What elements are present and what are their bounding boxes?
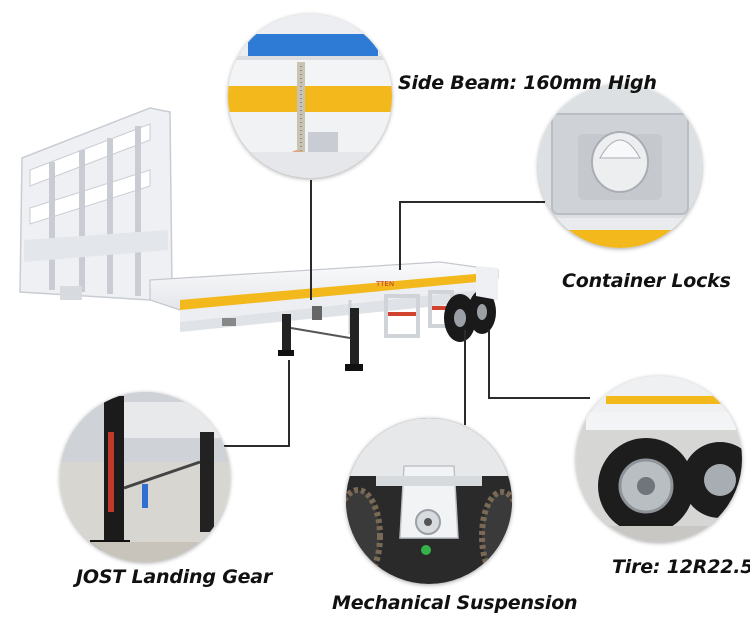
rear-wheels (444, 266, 498, 342)
svg-text:TTEN: TTEN (375, 280, 394, 288)
tire-label: Tire: 12R22.5 (612, 556, 750, 578)
container-locks-label: Container Locks (562, 270, 731, 292)
landing-gear-photo (60, 392, 230, 562)
side-beam-label: Side Beam: 160mm High (398, 72, 657, 94)
container-lock-photo (538, 84, 702, 248)
tire-photo (576, 376, 742, 542)
front-headboard (19, 107, 173, 301)
landing-gear-label: JOST Landing Gear (76, 566, 273, 588)
suspension-photo (346, 418, 512, 584)
landing-legs (278, 308, 363, 371)
suspension-label: Mechanical Suspension (332, 592, 578, 614)
leader-lines (224, 180, 590, 447)
side-beam-photo (228, 14, 392, 178)
